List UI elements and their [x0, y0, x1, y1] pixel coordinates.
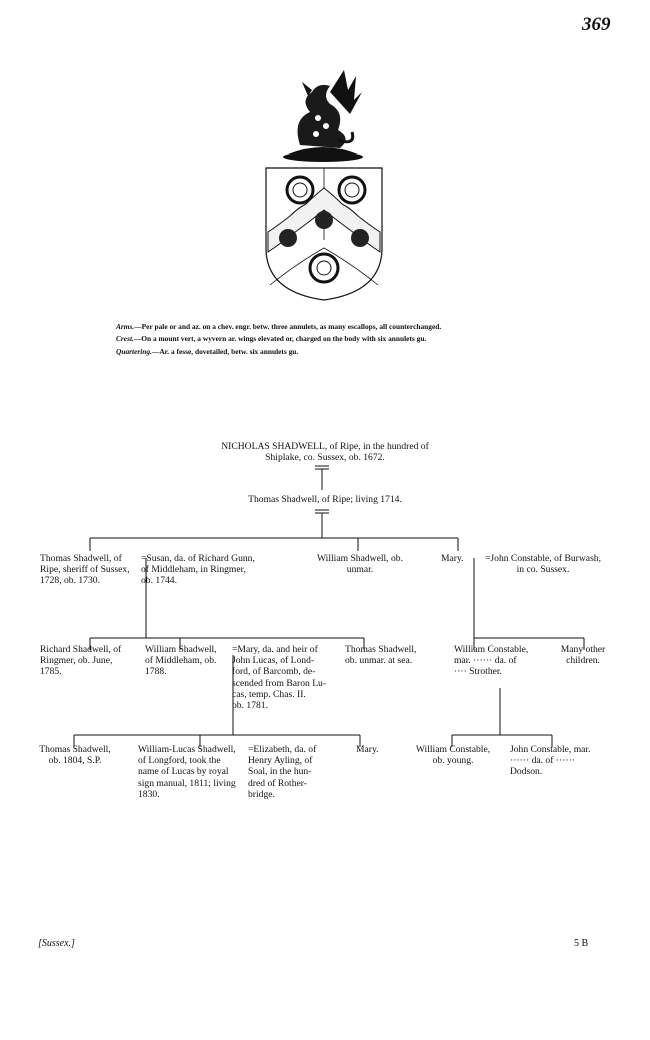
wyvern-crest: [283, 70, 363, 162]
entry-william-constable-strother: William Constable, mar. ······ da. of ··…: [454, 644, 529, 678]
entry-william-constable-young: William Constable, ob. young.: [415, 744, 491, 767]
entry-susan-gunn: =Susan, da. of Richard Gunn, of Middleha…: [141, 553, 255, 587]
county-label: [Sussex.]: [38, 938, 75, 949]
entry-richard-shadwell: Richard Shadwell, of Ringmer, ob. June, …: [40, 644, 122, 678]
entry-john-constable-burwash: =John Constable, of Burwash, in co. Suss…: [485, 553, 601, 576]
crest-line: Crest.—On a mount vert, a wyvern ar. win…: [116, 334, 427, 344]
entry-thomas-shadwell-sea: Thomas Shadwell, ob. unmar. at sea.: [345, 644, 417, 667]
entry-william-lucas-shadwell: William-Lucas Shadwell, of Longford, too…: [138, 744, 236, 800]
entry-mary: Mary.: [441, 553, 464, 564]
entry-william-shadwell-unmar: William Shadwell, ob. unmar.: [317, 553, 403, 576]
entry-thomas-shadwell-ripe: Thomas Shadwell, of Ripe; living 1714.: [248, 494, 402, 505]
entry-john-constable-dodson: John Constable, mar. ······ da. of ·····…: [510, 744, 591, 778]
entry-many-other-children: Many other children.: [560, 644, 606, 667]
signature-mark: 5 B: [574, 938, 589, 949]
entry-william-shadwell-middleham: William Shadwell, of Middleham, ob. 1788…: [145, 644, 217, 678]
page-number: 369: [582, 14, 611, 35]
entry-mary-lucas: =Mary, da. and heir of John Lucas, of Lo…: [232, 644, 327, 712]
entry-nicholas-shadwell: NICHOLAS SHADWELL, of Ripe, in the hundr…: [221, 441, 429, 464]
arms-line: Arms.—Per pale or and az. on a chev. eng…: [116, 322, 442, 331]
arms-description: Arms.—Per pale or and az. on a chev. eng…: [116, 321, 596, 358]
entry-thomas-shadwell-sheriff: Thomas Shadwell, of Ripe, sheriff of Sus…: [40, 553, 130, 587]
heraldic-shield: [265, 167, 383, 301]
quartering-line: Quartering.—Ar. a fesse, dovetailed, bet…: [116, 346, 299, 356]
entry-thomas-shadwell-1804: Thomas Shadwell, ob. 1804, S.P.: [39, 744, 111, 767]
entry-mary-gen4: Mary.: [356, 744, 379, 755]
entry-elizabeth-ayling: =Elizabeth, da. of Henry Ayling, of Soal…: [248, 744, 317, 800]
pedigree-lines: [73, 465, 585, 747]
